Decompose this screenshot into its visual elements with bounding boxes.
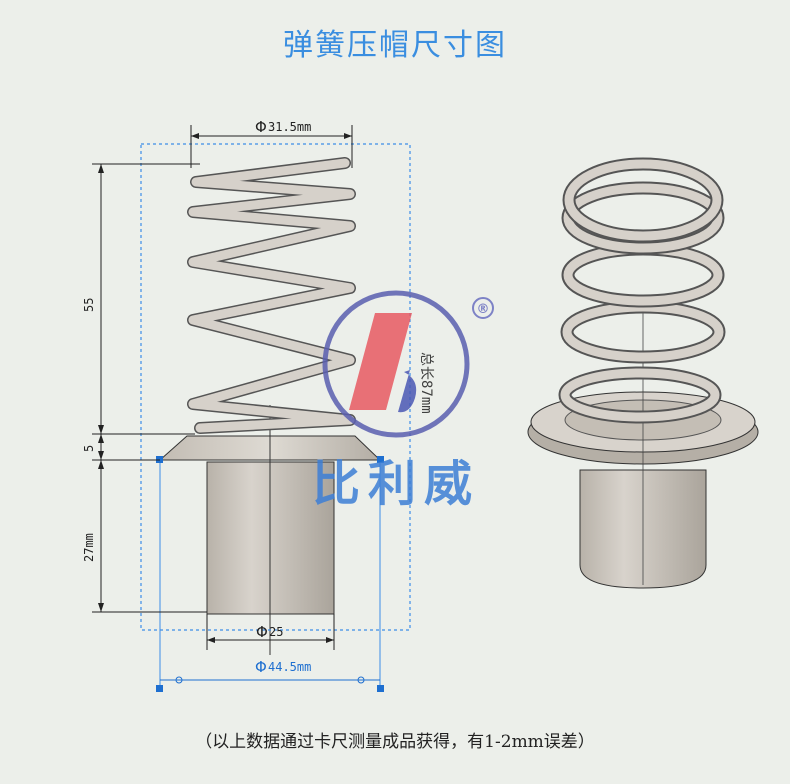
iso-spring-coils [558,157,726,424]
diameter-symbol: Φ [255,118,267,136]
handle-bottom-left [156,685,163,692]
brand-text: 比利威 [312,456,480,512]
handle-top-right [377,456,384,463]
footnote: （以上数据通过卡尺测量成品获得，有1-2mm误差） [195,732,595,752]
front-view: Φ 31.5mm 55 5 27mm [82,118,411,692]
flange-height-label: 5 [82,445,96,452]
handle-bottom-right [377,685,384,692]
cap-height-label: 27mm [82,533,96,562]
isometric-view [527,157,759,589]
logo-slash [349,313,412,410]
page-title: 弹簧压帽尺寸图 [283,28,507,63]
flange-diameter-label: 44.5mm [268,660,311,674]
top-diameter-label: 31.5mm [268,120,311,134]
logo-ring [322,290,470,438]
height-dimensions: 55 5 27mm [82,163,207,613]
brand-watermark: ® 比利威 总长87mm [312,290,494,512]
logo-blue-shape [398,370,417,413]
cap-diameter-label: 25 [269,625,283,639]
top-diameter-dimension: Φ 31.5mm [190,118,353,168]
flange-diameter-dimension: Φ 44.5mm [160,658,380,684]
registered-mark: ® [477,302,490,317]
cap-diameter-dimension: Φ 25 [206,614,335,650]
spring-height-label: 55 [82,298,96,312]
diameter-symbol: Φ [255,658,267,676]
spring-coils [187,157,356,434]
registered-mark-ring [472,297,494,319]
total-length-label: 总长87mm [418,352,434,414]
diameter-symbol: Φ [256,623,268,641]
